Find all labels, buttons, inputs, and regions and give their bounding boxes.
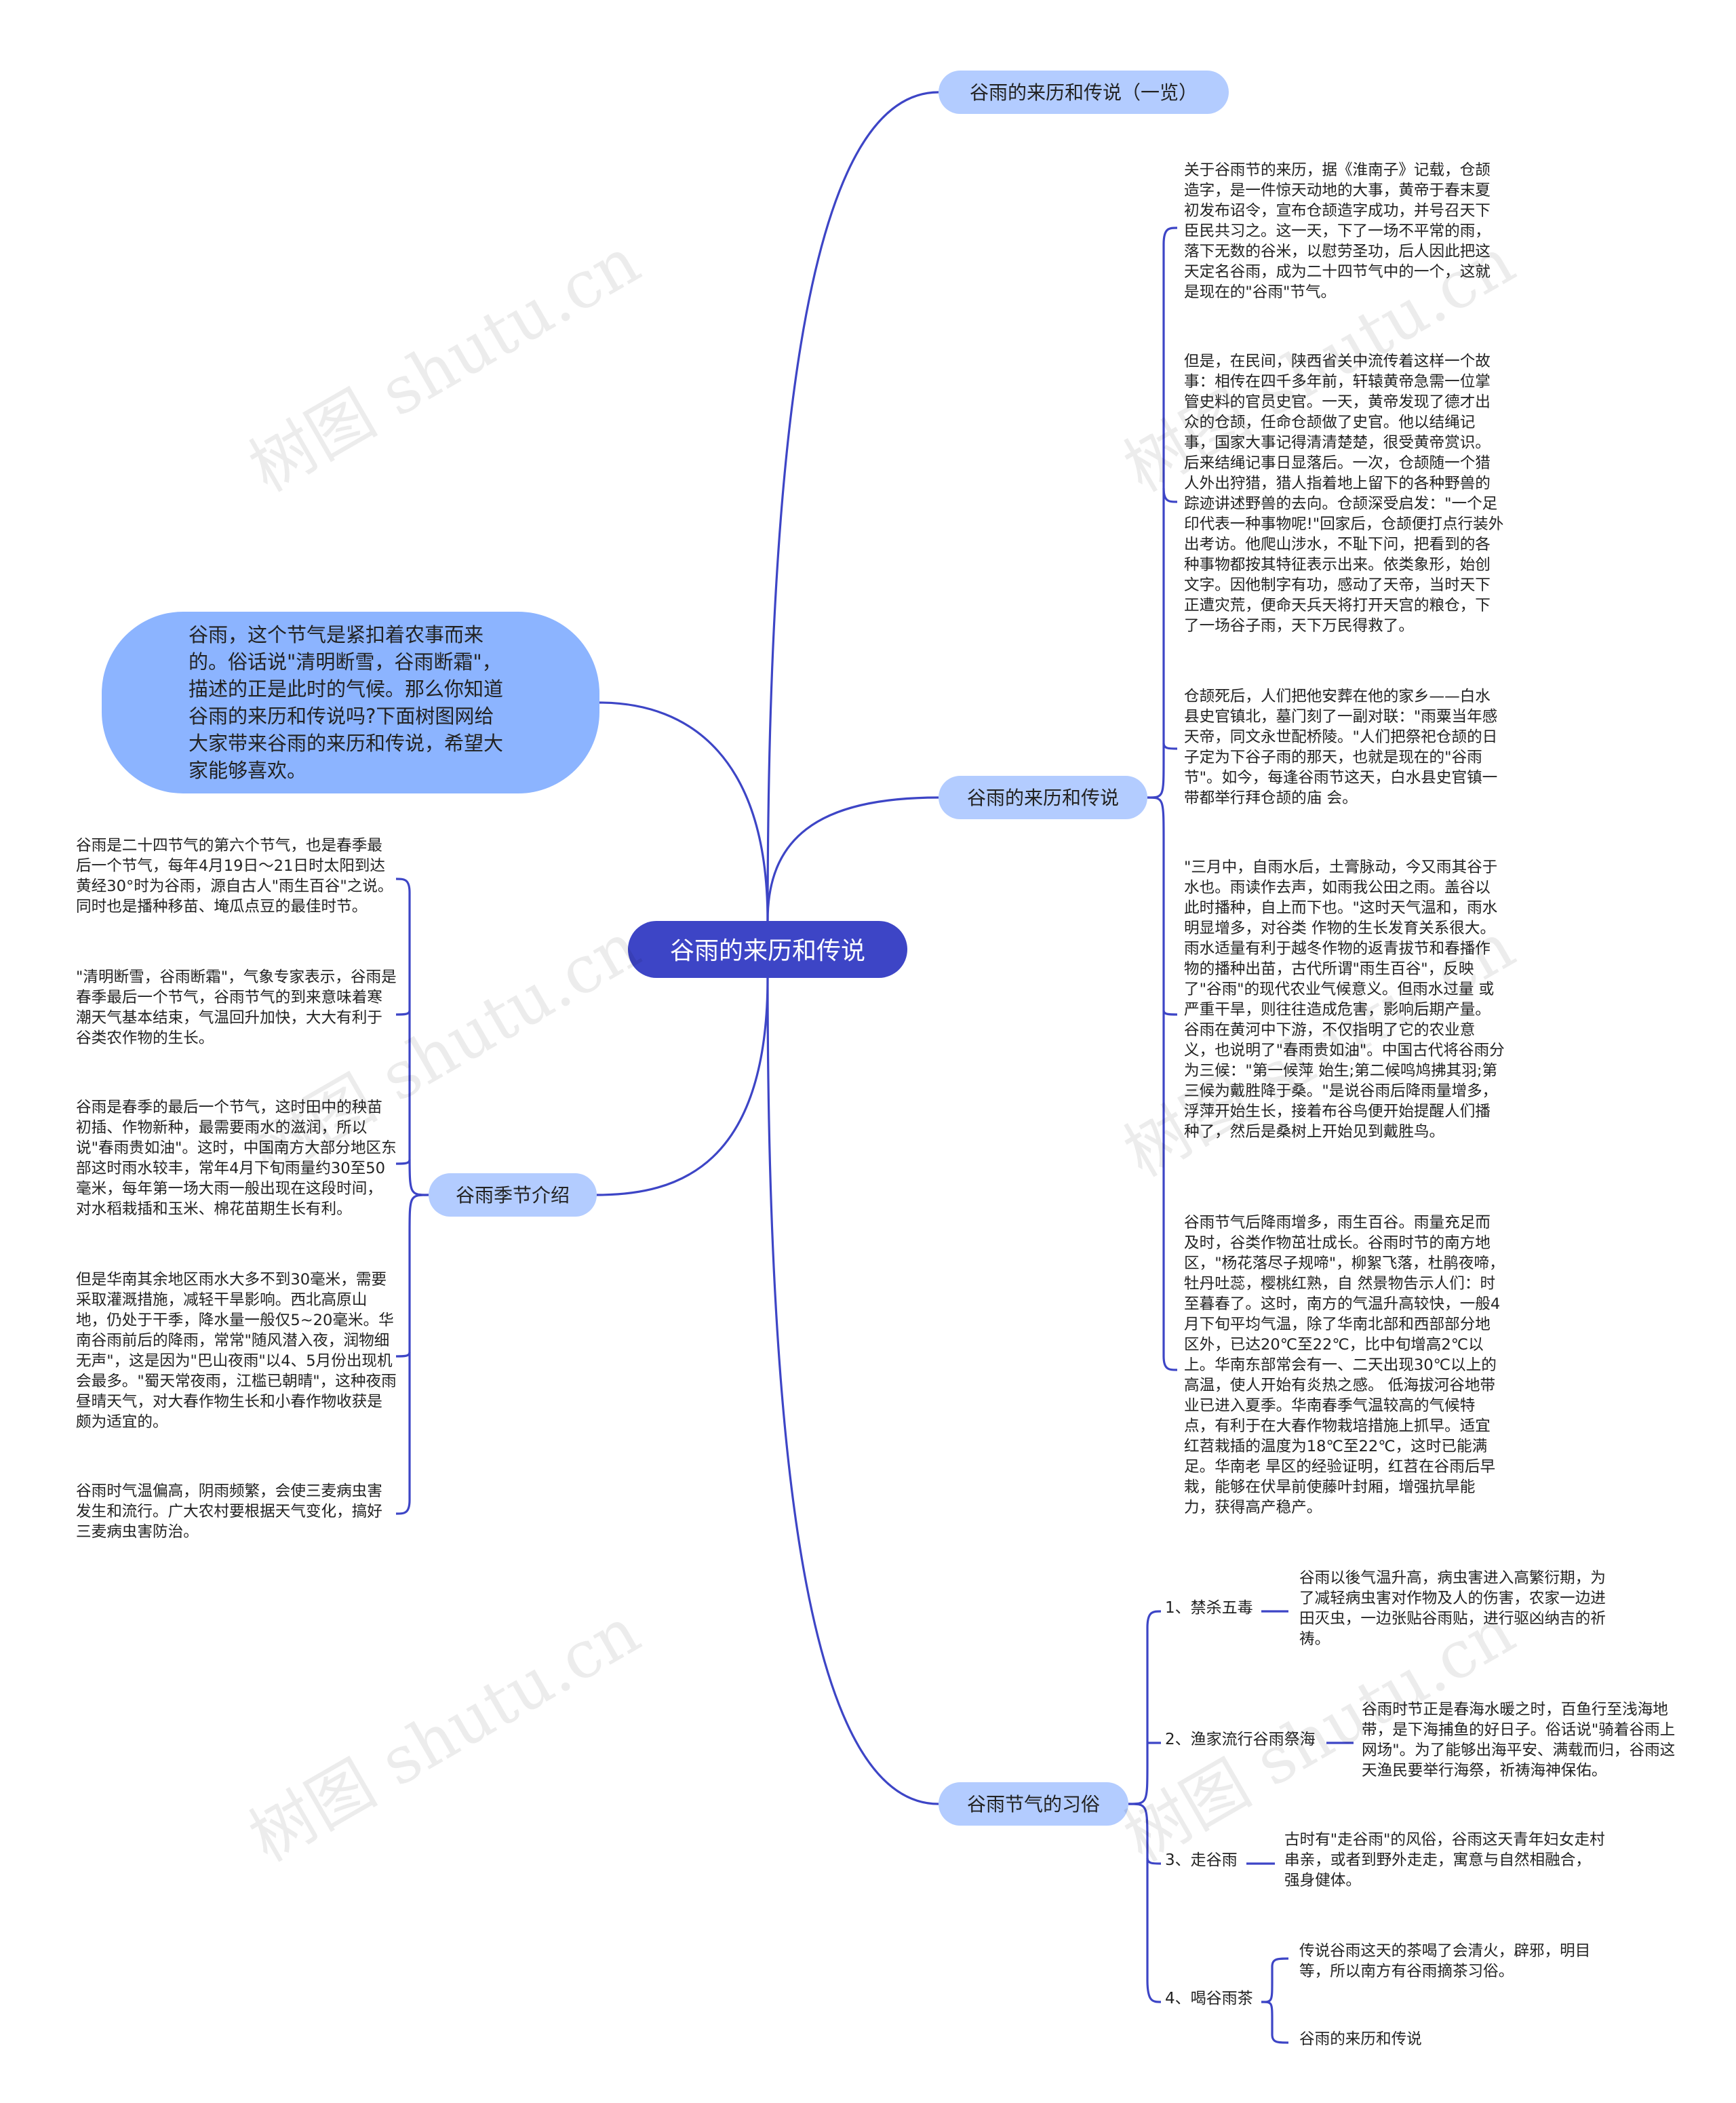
custom-text-2: 谷雨时节正是春海水暖之时，百鱼行至浅海地带，是下海捕鱼的好日子。俗话说"骑着谷雨… [1362,1701,1676,1780]
link-intro [599,701,769,922]
custom-text-4b: 谷雨的来历和传说 [1299,2030,1422,2048]
custom-label-1[interactable]: 1、禁杀五毒 [1165,1598,1253,1617]
branch-overview[interactable]: 谷雨的来历和传说（一览） [939,71,1229,114]
legend-text-2: 但是，在民间，陕西省关中流传着这样一个故事：相传在四千多年前，轩辕黄帝急需一位掌… [1184,353,1504,635]
custom-label-4[interactable]: 4、喝谷雨茶 [1165,1988,1253,2007]
branch-legend[interactable]: 谷雨的来历和传说 [939,776,1147,819]
custom-text-1: 谷雨以後气温升高，病虫害进入高繁衍期，为了减轻病虫害对作物及人的伤害，农家一边进… [1299,1569,1606,1648]
link-legend [766,796,939,922]
link-custom-3 [1128,1803,1162,1865]
link-season-l3 [395,1159,411,1165]
custom-text-3: 古时有"走谷雨"的风俗，谷雨这天青年妇女走村串亲，或者到野外走走，寓意与自然相融… [1284,1831,1605,1889]
branch-customs[interactable]: 谷雨节气的习俗 [939,1782,1128,1826]
custom-label-2[interactable]: 2、渔家流行谷雨祭海 [1165,1729,1316,1748]
season-text-2: "清明断雪，谷雨断霜"，气象专家表示，谷雨是春季最后一个节气，谷雨节气的到来意味… [76,968,397,1047]
legend-text-4: "三月中，自雨水后，土膏脉动，今又雨其谷于水也。雨读作去声，如雨我公田之雨。盖谷… [1184,859,1505,1141]
link-overview [766,91,939,922]
link-legend-l5 [1147,796,1178,1371]
link-legend-l2 [1162,488,1178,503]
link-season [596,977,769,1196]
intro-bubble[interactable]: 谷雨，这个节气是紧扣着农事而来的。俗话说"清明断雪，谷雨断霜"，描述的正是此时的… [102,612,599,793]
root-node[interactable]: 谷雨的来历和传说 [628,921,907,978]
branch-season-intro[interactable]: 谷雨季节介绍 [429,1173,597,1217]
link-season-l5 [395,1194,429,1515]
legend-text-3: 仓颉死后，人们把他安葬在他的家乡——白水县史官镇北，墓门刻了一副对联："雨粟当年… [1184,688,1498,807]
link-custom-1 [1128,1610,1162,1805]
link-custom-4a-text [1261,1957,1289,2003]
link-season-l4 [395,1352,411,1358]
link-legend-l1 [1147,227,1178,799]
legend-text-5: 谷雨节气后降雨增多，雨生百谷。雨量充足而及时，谷类作物茁壮成长。谷雨时节的南方地… [1184,1214,1505,1516]
season-text-4: 但是华南其余地区雨水大多不到30毫米，需要采取灌溉措施，减轻干旱影响。西北高原山… [76,1271,397,1431]
link-season-l1 [395,878,429,1196]
link-legend-l3 [1162,743,1178,750]
season-text-3: 谷雨是春季的最后一个节气，这时田中的秧苗初插、作物新种，最需要雨水的滋润，所以说… [76,1099,397,1218]
link-season-l2 [395,1010,411,1016]
link-legend-l4 [1162,1010,1178,1016]
custom-label-3[interactable]: 3、走谷雨 [1165,1850,1238,1869]
link-customs [766,977,939,1805]
season-text-5: 谷雨时气温偏高，阴雨频繁，会使三麦病虫害发生和流行。广大农村要根据天气变化，搞好… [76,1482,382,1541]
custom-text-4a: 传说谷雨这天的茶喝了会清火，辟邪，明目等，所以南方有谷雨摘茶习俗。 [1299,1942,1591,1980]
legend-text-1: 关于谷雨节的来历，据《淮南子》记载，仓颉造字，是一件惊天动地的大事，黄帝于春末夏… [1184,161,1491,301]
link-custom-4b-text [1261,2001,1289,2044]
season-text-1: 谷雨是二十四节气的第六个节气，也是春季最后一个节气，每年4月19日～21日时太阳… [76,837,393,916]
link-custom-4 [1146,1858,1162,2003]
